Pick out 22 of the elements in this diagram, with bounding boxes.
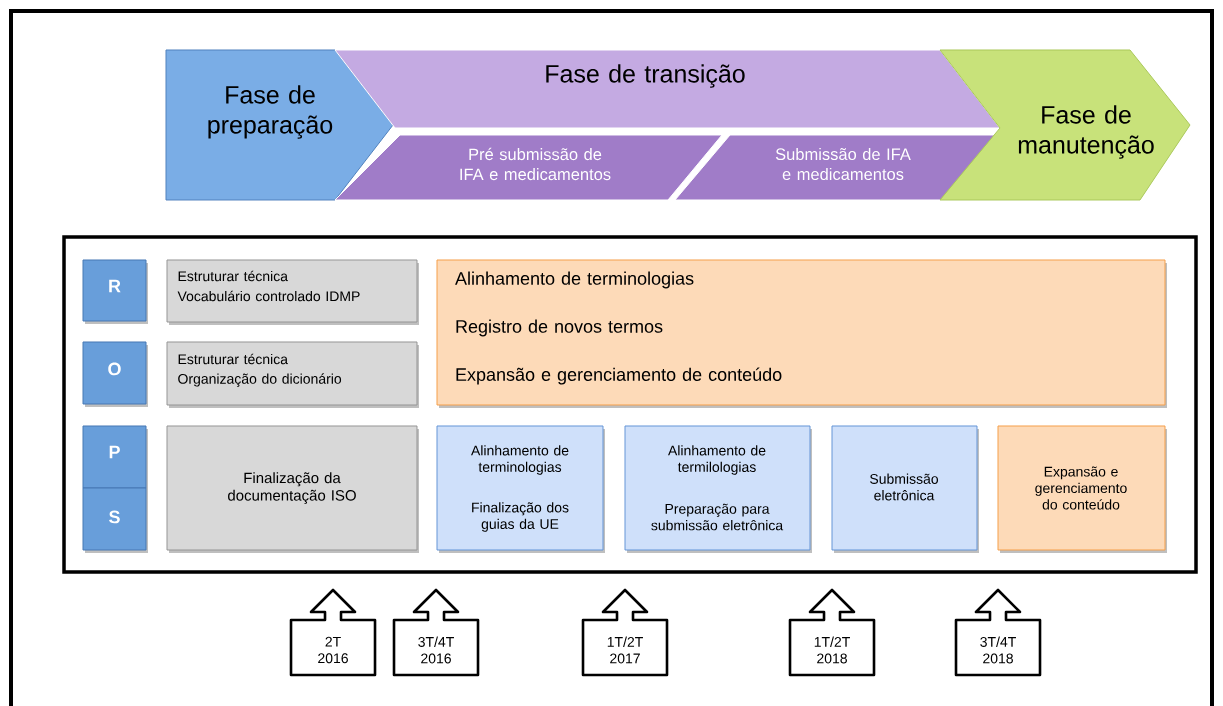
milestone-tag: 1T/2T 2017 xyxy=(581,588,669,677)
milestone-tag: 3T/4T 2018 xyxy=(954,588,1042,677)
task-box: Finalização da documentação ISO xyxy=(166,425,419,553)
letter-box: S xyxy=(82,487,148,553)
phase-banner: Fase de transição xyxy=(334,49,1001,129)
subphase-band: Submissão de IFA e medicamentos xyxy=(674,134,996,201)
phase-banner: Fase de preparação xyxy=(165,49,394,201)
subphase-band: Pré submissão de IFA e medicamentos xyxy=(334,134,723,201)
phase-banner: Fase de manutenção xyxy=(939,49,1191,201)
letter-box: R xyxy=(82,259,148,324)
letter-box: P xyxy=(82,425,148,491)
task-box: Alinhamento de termilologias Preparação para submissão eletrônica xyxy=(624,425,812,553)
task-box: Alinhamento de terminologias Finalização dos guias da UE xyxy=(436,425,605,553)
letter-box: O xyxy=(82,341,148,407)
milestone-tag: 2T 2016 xyxy=(289,588,377,677)
task-box: Alinhamento de terminologias Registro de novos termos Expansão e gerenciamento de conteúdo xyxy=(436,259,1167,408)
task-box: Estruturar técnica Organização do dicionário xyxy=(166,341,419,408)
task-box: Expansão e gerenciamento do conteúdo xyxy=(997,425,1167,553)
milestone-tag: 1T/2T 2018 xyxy=(788,588,876,677)
task-box: Estruturar técnica Vocabulário controlado IDMP xyxy=(166,259,419,325)
milestone-tag: 3T/4T 2016 xyxy=(392,588,480,677)
task-box: Submissão eletrônica xyxy=(831,425,979,553)
